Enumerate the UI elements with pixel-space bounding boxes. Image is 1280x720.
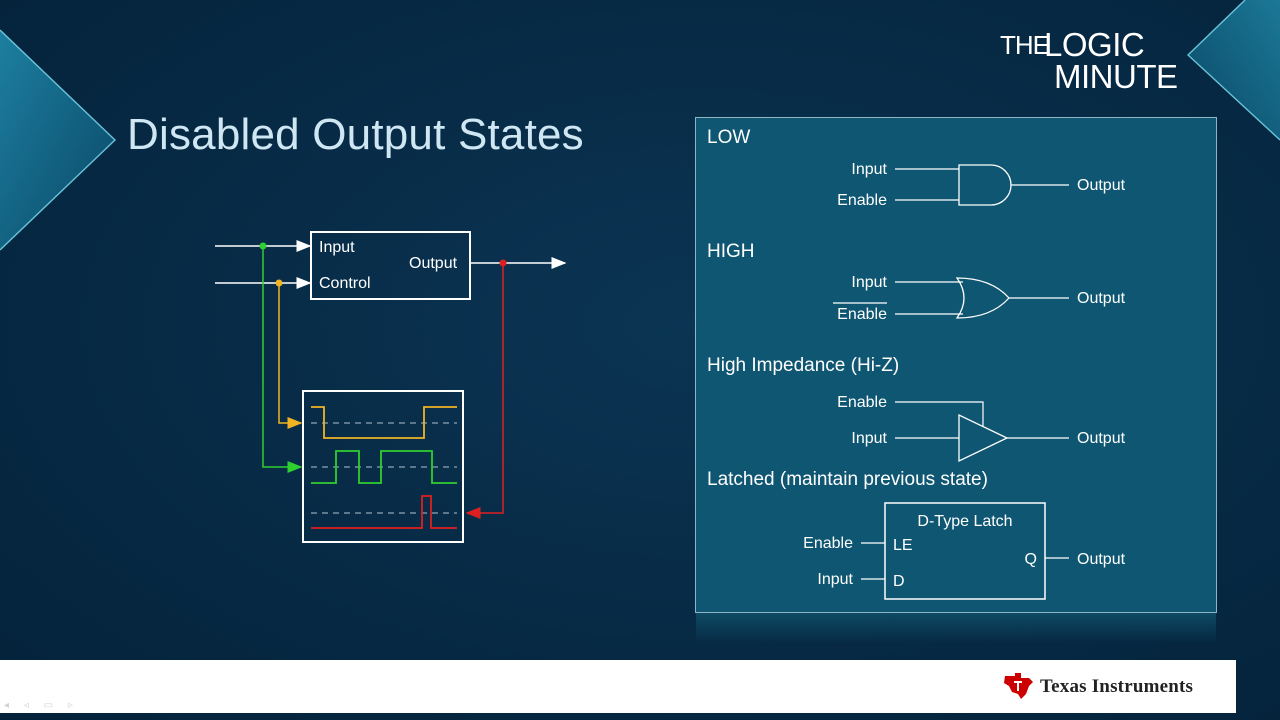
slide-title: Disabled Output States: [127, 110, 584, 159]
footer-bar: [0, 660, 1236, 713]
block-output-label: Output: [409, 255, 458, 272]
latch-q-pin: Q: [1025, 551, 1037, 568]
logo-logic-text: LOGIC: [1044, 26, 1145, 63]
input-tap-dot: [259, 242, 267, 250]
ti-company-name: Texas Instruments: [1040, 676, 1194, 697]
and-gate-symbol: [958, 164, 1012, 206]
latched-heading: Latched (maintain previous state): [707, 469, 988, 490]
hiz-enable-label: Enable: [837, 394, 887, 411]
d-latch-title: D-Type Latch: [917, 513, 1012, 530]
latch-enable-label: Enable: [803, 535, 853, 552]
low-enable-label: Enable: [837, 192, 887, 209]
block-input-label: Input: [319, 239, 355, 256]
input-tap-green: [262, 246, 303, 473]
block-control-label: Control: [319, 275, 371, 292]
control-tap-yellow: [278, 283, 303, 429]
hiz-output-label: Output: [1077, 430, 1126, 447]
logo-minute-text: MINUTE: [1054, 58, 1178, 95]
high-enable-label: Enable: [837, 306, 887, 323]
waveform-box: [302, 390, 464, 543]
left-triangle-decoration: [0, 30, 115, 250]
d-latch-box: [884, 502, 1046, 600]
latch-le-pin: LE: [893, 537, 913, 554]
output-tap-dot: [499, 259, 507, 267]
tristate-buffer-symbol: [958, 413, 1009, 463]
low-output-label: Output: [1077, 177, 1126, 194]
panel-diagrams: LOW Input Enable Output HIGH Input Enabl…: [707, 127, 1126, 600]
slide-nav-icons[interactable]: ◂ ◃ ▭ ▹: [4, 700, 79, 711]
high-output-label: Output: [1077, 290, 1126, 307]
output-waveform: [311, 495, 457, 529]
input-waveform: [311, 450, 457, 484]
right-triangle-decoration: [1188, 0, 1280, 140]
hiz-heading: High Impedance (Hi-Z): [707, 355, 899, 376]
panel-reflection: [696, 613, 1216, 643]
ti-logo-icon: [1004, 673, 1033, 699]
high-input-label: Input: [851, 274, 887, 291]
control-waveform: [311, 406, 457, 439]
low-heading: LOW: [707, 127, 750, 148]
low-input-label: Input: [851, 161, 887, 178]
control-tap-dot: [275, 279, 283, 287]
logic-block: [310, 231, 471, 300]
latch-output-label: Output: [1077, 551, 1126, 568]
high-heading: HIGH: [707, 241, 755, 262]
latch-input-label: Input: [817, 571, 853, 588]
output-tap-red: [465, 263, 504, 519]
block-diagram: Input Control Output: [215, 231, 567, 543]
logo-the-text: THE: [1000, 30, 1050, 60]
or-gate-symbol: [955, 277, 1010, 319]
corner-decorations: [0, 0, 1280, 251]
hiz-input-label: Input: [851, 430, 887, 447]
latch-d-pin: D: [893, 573, 905, 590]
